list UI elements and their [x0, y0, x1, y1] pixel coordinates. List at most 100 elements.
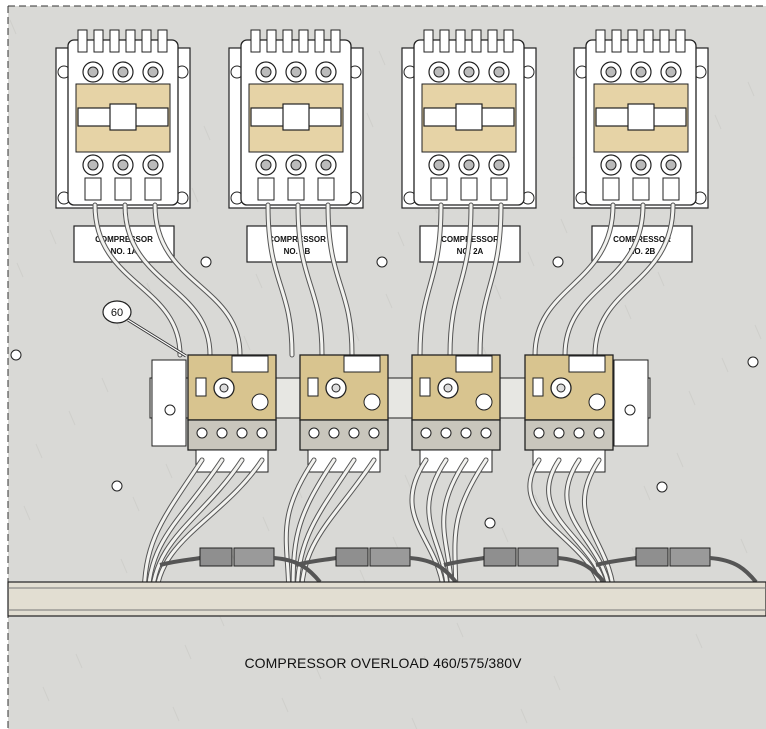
relay-terminal-screw — [236, 427, 248, 439]
connector-lead — [273, 556, 322, 584]
diagram-caption: COMPRESSOR OVERLOAD 460/575/380V — [244, 655, 522, 671]
connector-receptacle — [517, 547, 559, 567]
end-stop-right — [613, 359, 649, 447]
relay-terminal-screw — [460, 427, 472, 439]
callout-bubble — [102, 300, 132, 324]
wire-lug — [430, 177, 448, 201]
wire — [296, 203, 324, 357]
wire — [326, 203, 354, 357]
wire — [563, 203, 645, 357]
terminal-finger — [314, 29, 325, 53]
wire-lug — [632, 177, 650, 201]
wire — [582, 458, 616, 602]
panel-hole — [10, 349, 22, 361]
wire — [284, 458, 316, 602]
wire-lug — [257, 177, 275, 201]
panel-hole — [376, 256, 388, 268]
panel-hole — [656, 481, 668, 493]
terminal-screw-head — [290, 159, 302, 171]
terminal-finger — [250, 29, 261, 53]
wire-lug — [114, 177, 132, 201]
terminal-finger — [659, 29, 670, 53]
wire-lug — [662, 177, 680, 201]
relay-terminal-screw — [573, 427, 585, 439]
wire-duct — [7, 581, 766, 617]
rail-screw — [164, 404, 176, 416]
relay-terminal-screw — [553, 427, 565, 439]
terminal-finger — [282, 29, 293, 53]
terminal-finger — [423, 29, 434, 53]
terminal-screw-head — [320, 159, 332, 171]
terminal-screw-head — [635, 66, 647, 78]
wire — [528, 458, 604, 602]
terminal-finger — [77, 29, 88, 53]
wire-lug — [317, 177, 335, 201]
terminal-finger — [487, 29, 498, 53]
wire-connector — [159, 547, 322, 584]
contactor-label-line1: COMPRESSOR — [95, 235, 153, 244]
wire — [150, 458, 244, 602]
contactor: COMPRESSOR NO. 1A — [55, 29, 191, 263]
connector-lead — [709, 556, 758, 584]
panel-hole — [747, 356, 759, 368]
connector-receptacle — [669, 547, 711, 567]
wire — [154, 458, 264, 602]
relay-dial-center — [443, 383, 453, 393]
connector-receptacle — [369, 547, 411, 567]
terminal-screw-head — [493, 66, 505, 78]
relay-base — [532, 449, 606, 473]
connector-lead — [409, 556, 458, 584]
overload-relay — [411, 354, 501, 473]
relay-label-window — [455, 355, 493, 373]
contactor-label-line2: NO. 1A — [111, 247, 138, 256]
relay-dial-center — [556, 383, 566, 393]
panel-hole — [484, 517, 496, 529]
connector-plug — [199, 547, 233, 567]
wire — [93, 203, 182, 357]
terminal-screw-head — [433, 159, 445, 171]
terminal-screw-head — [665, 159, 677, 171]
contactor-actuator — [627, 103, 655, 131]
wire-connector — [443, 547, 606, 584]
panel-hole — [552, 256, 564, 268]
relay-terminal-screw — [420, 427, 432, 439]
terminal-finger — [627, 29, 638, 53]
terminal-finger — [93, 29, 104, 53]
terminal-screw-head — [433, 66, 445, 78]
wire-connector — [295, 547, 458, 584]
wire — [146, 458, 224, 602]
relay-dial-center — [219, 383, 229, 393]
wire — [291, 458, 336, 602]
wire — [478, 203, 503, 357]
terminal-finger — [611, 29, 622, 53]
terminal-screw-head — [290, 66, 302, 78]
wire — [295, 458, 356, 602]
relay-terminal-screw — [593, 427, 605, 439]
relay-label-window — [568, 355, 606, 373]
contactor-label-line2: NO. 2B — [629, 247, 656, 256]
terminal-finger — [503, 29, 514, 53]
contactor-actuator — [455, 103, 483, 131]
relay-trip-indicator — [588, 393, 606, 411]
terminal-screw-head — [260, 66, 272, 78]
connector-receptacle — [233, 547, 275, 567]
end-stop-left — [151, 359, 187, 447]
panel-hole — [111, 480, 123, 492]
relay-terminal-screw — [328, 427, 340, 439]
connector-lead — [295, 556, 337, 567]
terminal-screw-head — [87, 66, 99, 78]
terminal-finger — [125, 29, 136, 53]
relay-dial-center — [331, 383, 341, 393]
wire — [142, 458, 204, 602]
connector-lead — [443, 556, 485, 567]
terminal-screw-head — [493, 159, 505, 171]
callout-number: 60 — [111, 307, 123, 319]
relay-terminal-screw — [256, 427, 268, 439]
wire — [533, 203, 615, 357]
terminal-screw-head — [605, 66, 617, 78]
terminal-screw-head — [260, 159, 272, 171]
relay-trip-indicator — [475, 393, 493, 411]
